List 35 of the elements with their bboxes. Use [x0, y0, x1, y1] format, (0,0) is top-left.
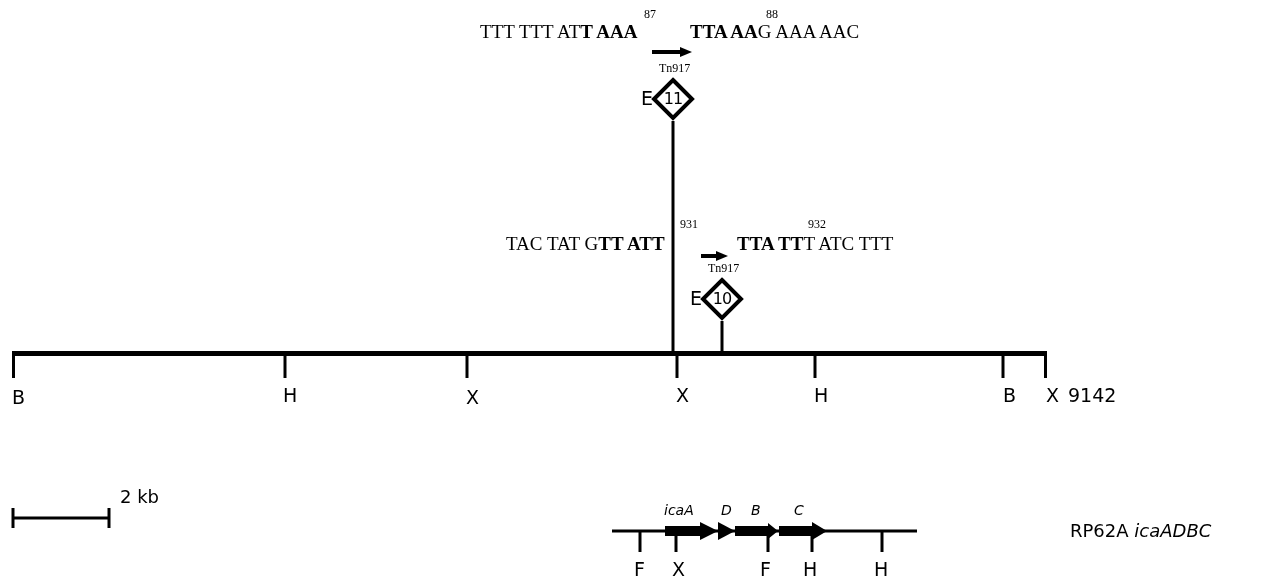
gene-label: B — [751, 503, 761, 517]
connector-line — [720, 321, 724, 351]
note-text: RP62A icaADBC — [1070, 522, 1212, 540]
position-number: 932 — [808, 218, 826, 230]
node-caption: Tn917 — [708, 262, 740, 274]
sequence-text: TTT TTT ATT AAA — [480, 22, 638, 41]
site-label: F — [760, 560, 771, 579]
gene-label: C — [794, 503, 804, 517]
position-number: 931 — [680, 218, 698, 230]
node-caption: Tn917 — [659, 62, 691, 74]
insertion-diamond: 11 — [651, 77, 695, 121]
site-label: X — [466, 388, 480, 407]
site-label: H — [874, 560, 889, 579]
sequence-text: TTA TTT ATC TTT — [737, 234, 894, 253]
position-number: 88 — [766, 8, 778, 20]
site-label: H — [283, 386, 298, 405]
site-label: H — [814, 386, 829, 405]
site-label: 9142 — [1068, 386, 1117, 405]
site-label: X — [672, 560, 686, 579]
insertion-diamond: 10 — [700, 277, 744, 321]
node-caption: E — [690, 289, 702, 308]
site-label: X — [676, 386, 690, 405]
gene-label: icaA — [664, 503, 694, 517]
sequence-text: TTA AAG AAA AAC — [690, 22, 860, 41]
site-label: H — [803, 560, 818, 579]
position-number: 87 — [644, 8, 656, 20]
gene-label: D — [721, 503, 732, 517]
site-label: B — [12, 388, 26, 407]
connector-line — [671, 121, 675, 351]
site-label: F — [634, 560, 645, 579]
site-label: X — [1046, 386, 1060, 405]
sequence-text: TAC TAT GTT ATT — [506, 234, 665, 253]
note-text: 2 kb — [120, 488, 160, 506]
node-caption: E — [641, 89, 653, 108]
site-label: B — [1003, 386, 1017, 405]
